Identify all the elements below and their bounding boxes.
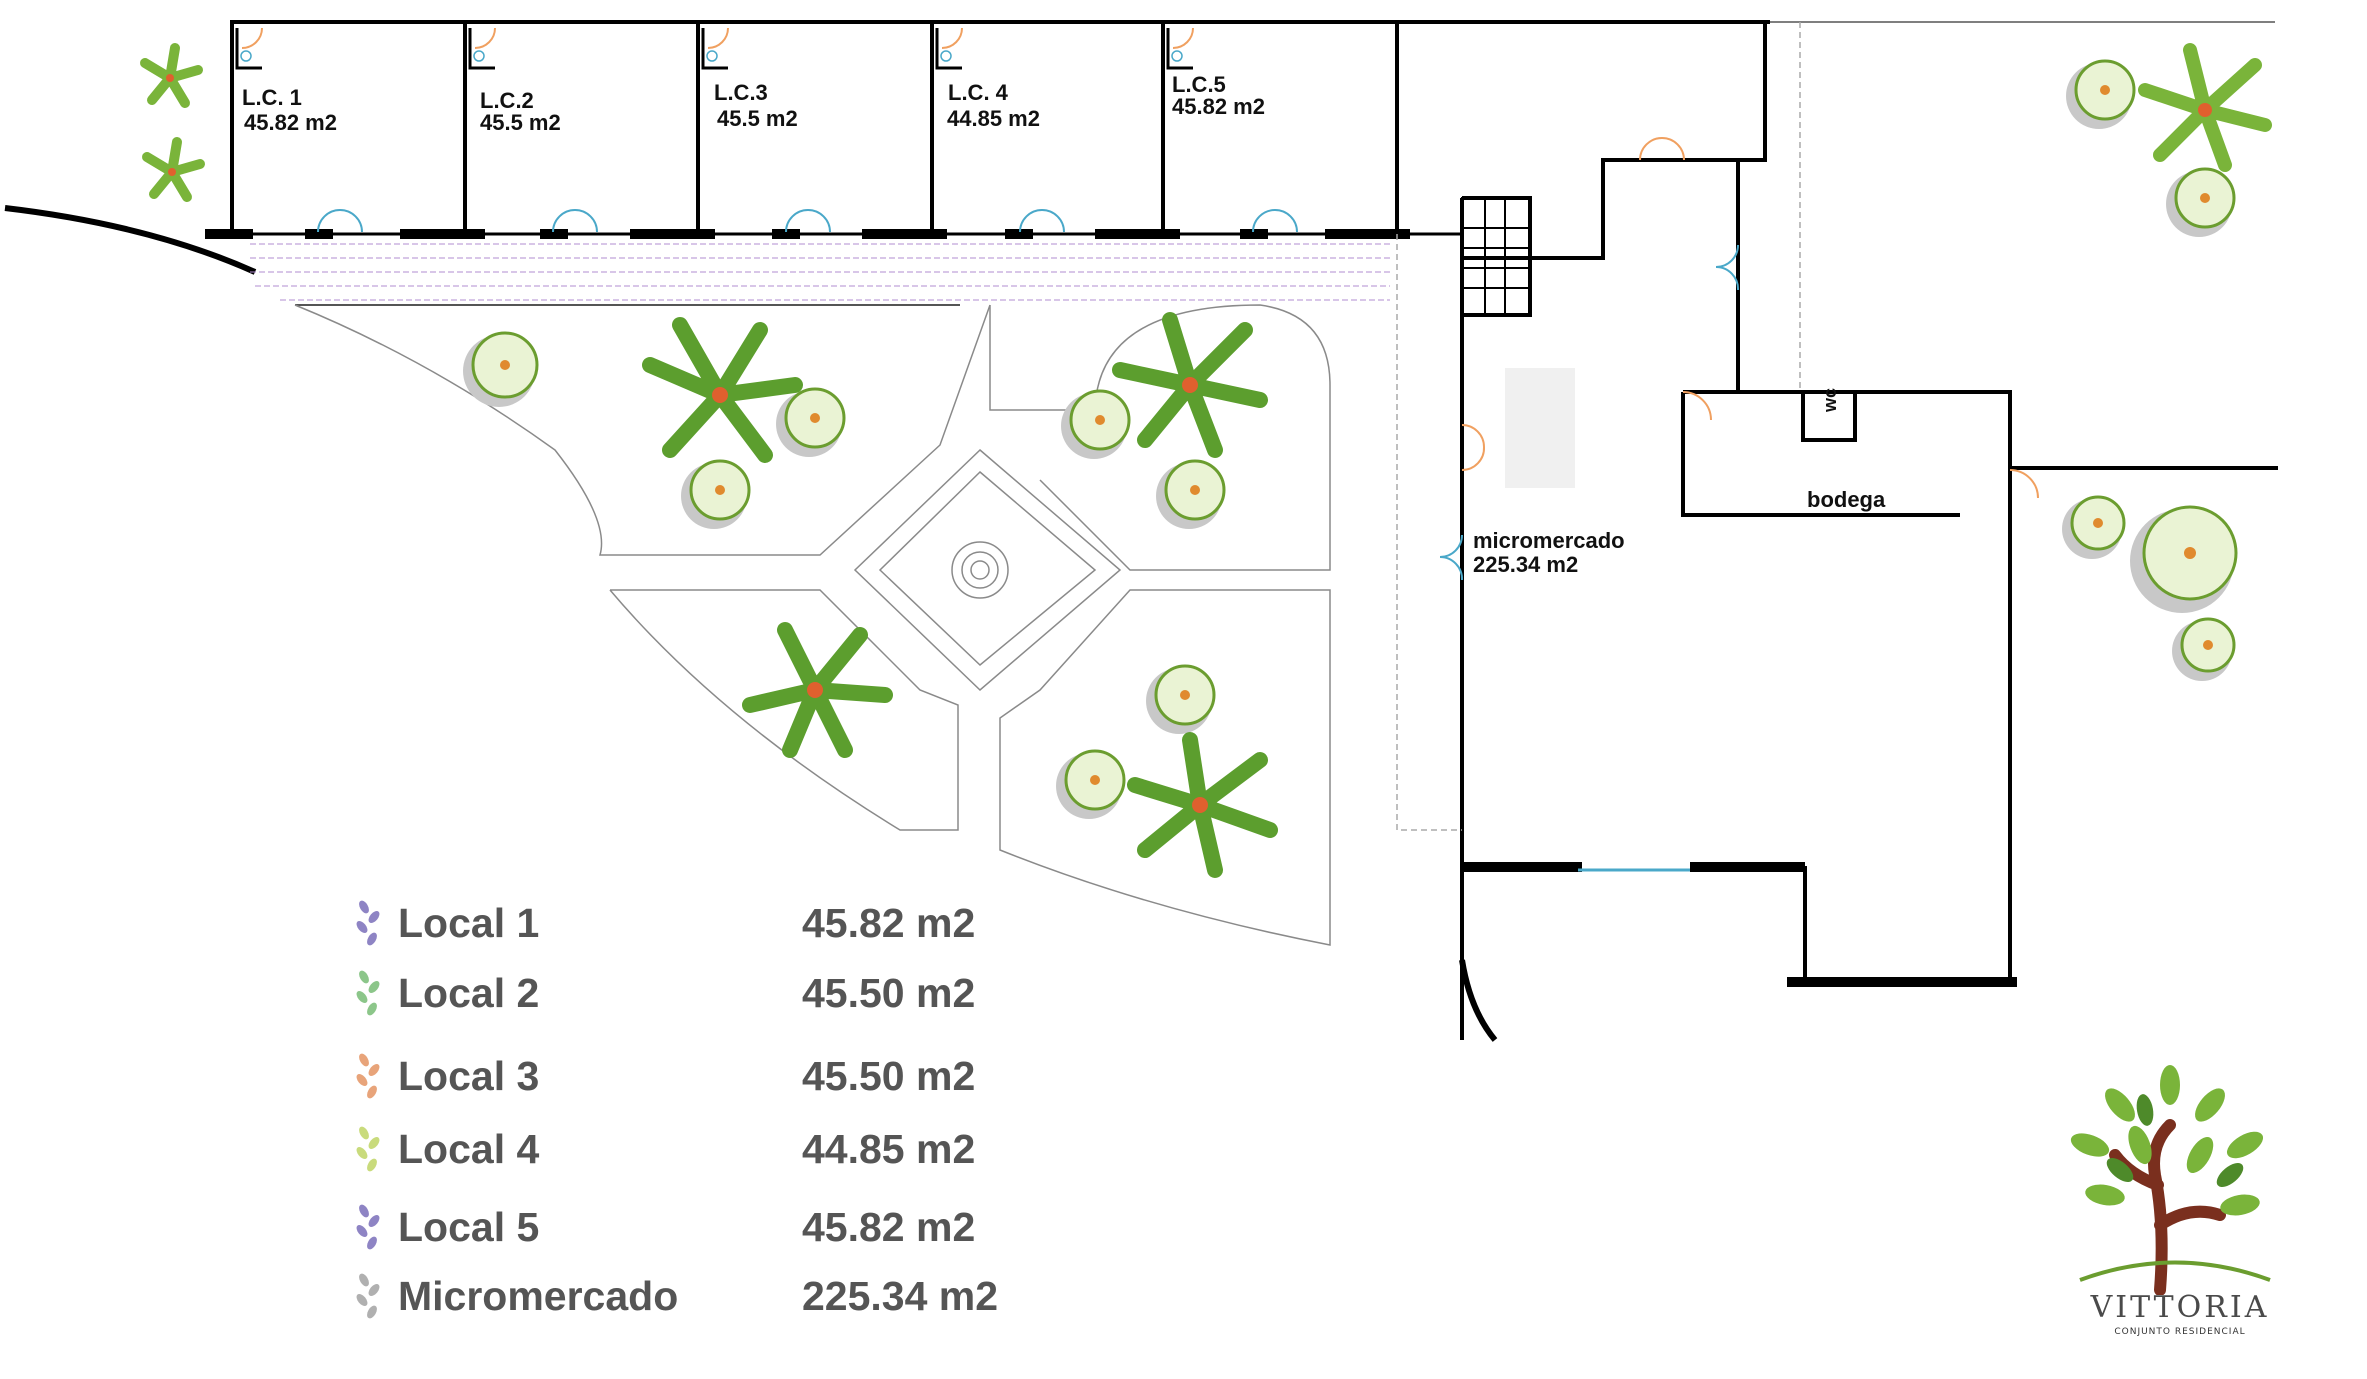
stair-landing <box>1505 368 1575 488</box>
leaf-bullet-icon <box>356 970 380 1016</box>
shop-3-code: L.C.3 <box>714 80 768 105</box>
plaza-trees <box>463 312 1278 878</box>
legend-row: Local 3 45.50 m2 <box>350 1048 975 1104</box>
leaf-bullet-icon <box>356 1273 380 1319</box>
legend-area: 45.50 m2 <box>802 1052 976 1099</box>
micromercado-doors <box>1439 137 2039 1042</box>
micromercado-name: micromercado <box>1473 528 1625 553</box>
road-edge-curve <box>4 205 257 275</box>
tree-logo-icon <box>2070 1065 2271 1296</box>
leaf-bullet-icon <box>356 1126 380 1172</box>
legend-area: 45.82 m2 <box>802 899 976 946</box>
legend-name: Local 3 <box>398 1052 540 1099</box>
legend-name: Local 1 <box>398 899 540 946</box>
vittoria-logo: VITTORIA CONJUNTO RESIDENCIAL <box>2060 1065 2290 1355</box>
legend-name: Micromercado <box>398 1272 679 1319</box>
brand-tagline: CONJUNTO RESIDENCIAL <box>2114 1327 2246 1337</box>
shop-1-code: L.C. 1 <box>242 85 302 110</box>
micromercado-columns <box>1462 862 2017 987</box>
legend-area: 225.34 m2 <box>802 1272 999 1319</box>
brand-name: VITTORIA <box>2090 1290 2270 1325</box>
legend-row: Local 5 45.82 m2 <box>350 1199 975 1255</box>
shop-2-code: L.C.2 <box>480 88 534 113</box>
shop-4-code: L.C. 4 <box>948 80 1009 105</box>
leaf-bullet-icon <box>356 900 380 946</box>
leaf-bullet-icon <box>356 1053 380 1099</box>
leaf-bullet-icon <box>356 1204 380 1250</box>
legend-area: 44.85 m2 <box>802 1125 976 1172</box>
micromercado-area: 225.34 m2 <box>1473 552 1578 577</box>
shop-2-area: 45.5 m2 <box>480 110 561 135</box>
shop-5-code: L.C.5 <box>1172 72 1226 97</box>
walkway-pattern <box>250 243 1390 301</box>
legend-name: Local 2 <box>398 969 540 1016</box>
shop-labels: L.C. 1 45.82 m2 L.C.2 45.5 m2 L.C.3 45.5… <box>242 72 1886 577</box>
right-trees <box>2062 43 2272 681</box>
left-plants <box>140 43 205 202</box>
wc-label: wc <box>1820 388 1840 413</box>
legend-name: Local 4 <box>398 1125 540 1172</box>
legend-row: Local 4 44.85 m2 <box>350 1121 975 1177</box>
legend-area: 45.82 m2 <box>802 1203 976 1250</box>
shop-3-area: 45.5 m2 <box>717 106 798 131</box>
shop-bathrooms <box>235 28 1193 70</box>
shop-front-columns <box>205 229 1410 239</box>
bathroom-fixtures <box>240 50 1183 62</box>
bathroom-doors <box>241 27 1194 49</box>
shop-5-area: 45.82 m2 <box>1172 94 1265 119</box>
shop-1-area: 45.82 m2 <box>244 110 337 135</box>
legend-row: Micromercado 225.34 m2 <box>350 1268 998 1324</box>
legend-area: 45.50 m2 <box>802 969 976 1016</box>
plaza-paths <box>294 304 1331 946</box>
bodega-label: bodega <box>1807 487 1886 512</box>
dashed-boundaries <box>1396 22 1801 831</box>
stairs <box>1461 197 1531 317</box>
legend-name: Local 5 <box>398 1203 540 1250</box>
legend-row: Local 2 45.50 m2 <box>350 965 975 1021</box>
shop-4-area: 44.85 m2 <box>947 106 1040 131</box>
legend-row: Local 1 45.82 m2 <box>350 895 975 951</box>
shop-doors <box>317 209 1298 233</box>
